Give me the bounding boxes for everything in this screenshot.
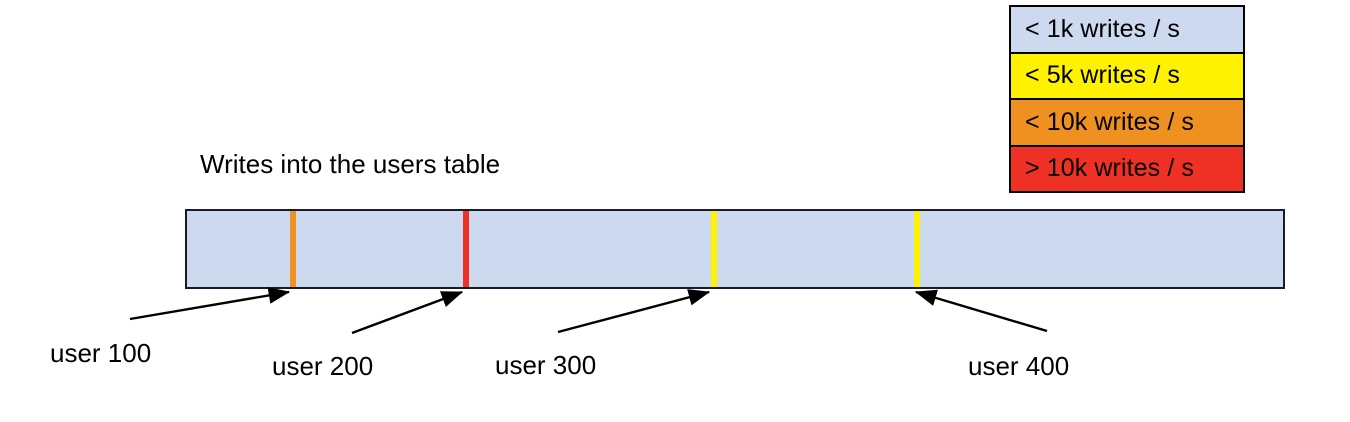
bar-marker-user-300 [711, 211, 717, 287]
label-user-300: user 300 [495, 350, 597, 380]
label-user-200: user 200 [272, 351, 374, 381]
legend-label-under-5k: < 5k writes / s [1025, 61, 1181, 90]
users-table-bar [185, 209, 1285, 289]
legend-label-over-10k: > 10k writes / s [1025, 154, 1195, 183]
arrow-user-400 [914, 289, 1048, 333]
legend-item-over-10k: > 10k writes / s [1011, 146, 1243, 191]
legend: < 1k writes / s < 5k writes / s < 10k wr… [1009, 5, 1245, 193]
legend-item-under-1k: < 1k writes / s [1011, 7, 1243, 54]
legend-item-under-5k: < 5k writes / s [1011, 53, 1243, 100]
arrow-user-200 [351, 290, 464, 335]
legend-label-under-10k: < 10k writes / s [1025, 107, 1195, 136]
legend-label-under-1k: < 1k writes / s [1025, 14, 1181, 43]
chart-title: Writes into the users table [200, 149, 501, 179]
arrow-user-300 [557, 289, 711, 334]
label-user-100: user 100 [50, 338, 152, 368]
arrow-user-100 [129, 287, 291, 321]
bar-marker-user-100 [290, 211, 296, 287]
bar-marker-user-400 [914, 211, 920, 287]
bar-marker-user-200 [463, 211, 469, 287]
label-user-400: user 400 [968, 351, 1070, 381]
legend-item-under-10k: < 10k writes / s [1011, 100, 1243, 147]
